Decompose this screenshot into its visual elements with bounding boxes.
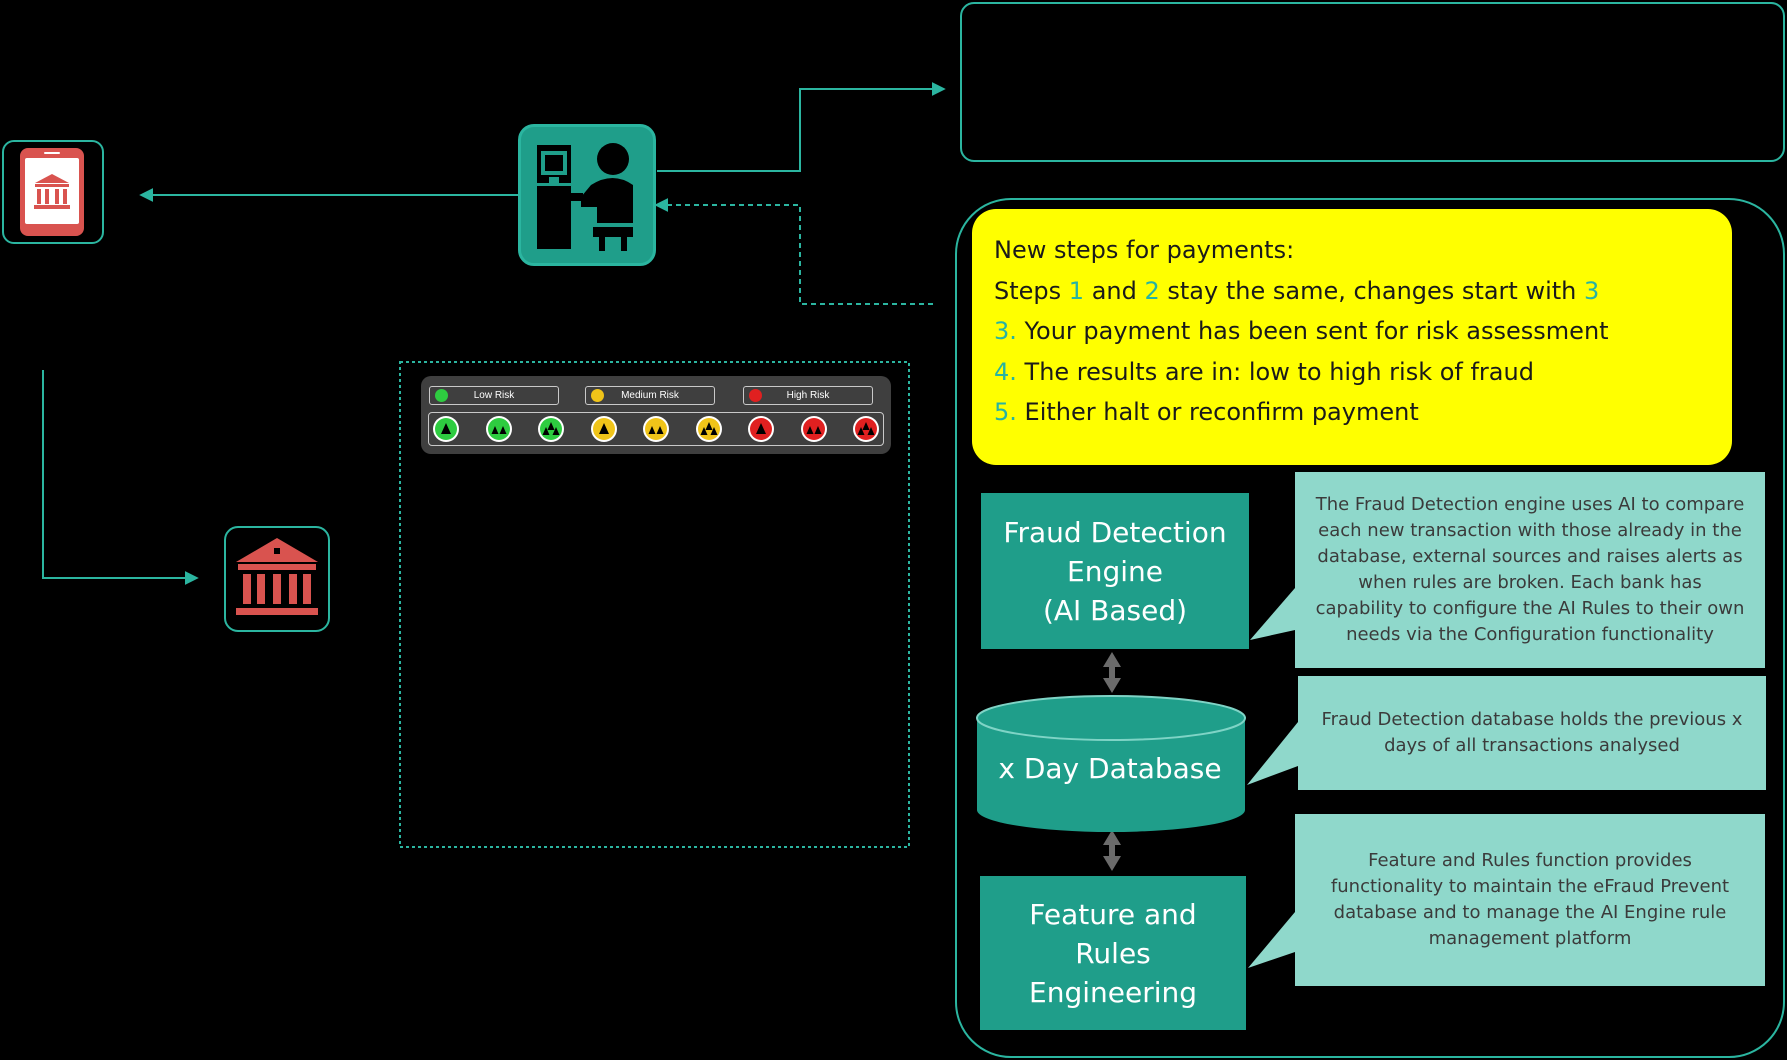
feature-title-line: Engineering <box>1029 975 1197 1009</box>
person-figure-icon <box>499 426 506 434</box>
step-item-number: 4. <box>994 357 1017 386</box>
feature-callout-pointer <box>1248 912 1295 968</box>
risk-assessment-region <box>399 361 910 848</box>
dashed-arrow-panel-to-operator <box>654 198 933 305</box>
person-figure-icon <box>806 426 813 434</box>
double-arrow-engine-db <box>1103 652 1121 693</box>
risk-indicator-low <box>435 418 457 440</box>
arrow-mobile-to-bank <box>42 370 199 585</box>
fraud-detection-engine-box: Fraud Detection Engine (AI Based) <box>981 493 1249 649</box>
step-item-text: Either halt or reconfirm payment <box>1016 398 1419 426</box>
engine-description-callout: The Fraud Detection engine uses AI to co… <box>1295 472 1765 668</box>
database-description-callout: Fraud Detection database holds the previ… <box>1298 676 1766 790</box>
step-item: 5. Either halt or reconfirm payment <box>994 397 1732 438</box>
medium-risk-tag: Medium Risk <box>585 386 715 405</box>
steps-intro-line: Steps 1 and 2 stay the same, changes sta… <box>994 276 1732 317</box>
steps-intro-and: and <box>1084 276 1145 305</box>
database-label: x Day Database <box>998 752 1222 785</box>
arrow-operator-to-top-box <box>657 82 946 172</box>
person-figure-icon <box>710 427 717 435</box>
step-number-1: 1 <box>1068 276 1085 305</box>
risk-indicator-row <box>428 412 884 446</box>
risk-indicator-medium <box>645 418 667 440</box>
steps-title: New steps for payments: <box>994 236 1295 264</box>
new-steps-box: New steps for payments: Steps 1 and 2 st… <box>972 209 1732 465</box>
person-figure-icon <box>700 427 707 435</box>
feature-rules-engineering-box: Feature and Rules Engineering <box>980 876 1246 1030</box>
medium-risk-dot <box>591 389 604 402</box>
step-item-text: The results are in: low to high risk of … <box>1016 357 1534 386</box>
engine-title-line: (AI Based) <box>1042 593 1188 627</box>
low-risk-dot <box>435 389 448 402</box>
step-item: 3. Your payment has been sent for risk a… <box>994 316 1732 357</box>
person-figure-icon <box>648 426 656 434</box>
person-figure-icon <box>552 427 560 435</box>
person-figure-icon <box>756 423 766 434</box>
high-risk-dot <box>749 389 762 402</box>
steps-intro-prefix: Steps <box>994 276 1069 305</box>
feature-title-line: Feature and <box>1029 897 1197 931</box>
person-figure-icon <box>862 422 870 430</box>
engine-title-line: Engine <box>1067 554 1163 588</box>
person-figure-icon <box>547 422 555 430</box>
person-figure-icon <box>656 426 664 434</box>
risk-indicator-low <box>540 418 562 440</box>
person-figure-icon <box>814 426 821 434</box>
steps-intro-mid: stay the same, changes start with <box>1159 276 1585 305</box>
risk-indicator-low <box>487 418 510 440</box>
step-number-2: 2 <box>1144 276 1160 305</box>
risk-indicator-high <box>855 418 877 440</box>
high-risk-label: High Risk <box>786 390 830 401</box>
engine-title-line: Fraud Detection <box>1003 515 1227 549</box>
person-figure-icon <box>705 422 712 430</box>
step-item-number: 5. <box>994 398 1017 426</box>
fraud-prevention-panel <box>955 198 1785 1058</box>
operator-workstation-icon <box>518 124 656 266</box>
risk-indicator-high <box>750 418 772 440</box>
person-figure-icon <box>491 426 498 434</box>
feature-title-line: Rules <box>1075 936 1151 970</box>
risk-level-legend: Low Risk Medium Risk High Risk <box>421 376 891 454</box>
risk-indicator-medium <box>697 418 720 440</box>
engine-callout-pointer <box>1250 588 1295 640</box>
step-item: 4. The results are in: low to high risk … <box>994 357 1732 398</box>
database-callout-pointer <box>1247 722 1298 785</box>
risk-indicator-high <box>802 418 825 440</box>
step-item-number: 3. <box>994 317 1017 345</box>
high-risk-tag: High Risk <box>743 386 873 405</box>
feature-description-callout: Feature and Rules function provides func… <box>1295 814 1765 986</box>
person-figure-icon <box>867 427 875 435</box>
person-figure-icon <box>598 423 609 434</box>
database-cylinder <box>976 695 1246 832</box>
step-item-text: Your payment has been sent for risk asse… <box>1016 317 1609 345</box>
bank-building-icon <box>224 526 330 632</box>
low-risk-tag: Low Risk <box>429 386 559 405</box>
medium-risk-label: Medium Risk <box>621 390 679 401</box>
double-arrow-db-feature <box>1103 830 1121 871</box>
top-info-box <box>960 2 1785 162</box>
person-figure-icon <box>542 427 550 435</box>
low-risk-label: Low Risk <box>473 390 515 401</box>
person-figure-icon <box>857 427 865 435</box>
step-number-3: 3 <box>1584 276 1600 305</box>
risk-indicator-medium <box>592 418 615 440</box>
mobile-bank-icon <box>2 140 104 244</box>
person-figure-icon <box>441 423 451 434</box>
